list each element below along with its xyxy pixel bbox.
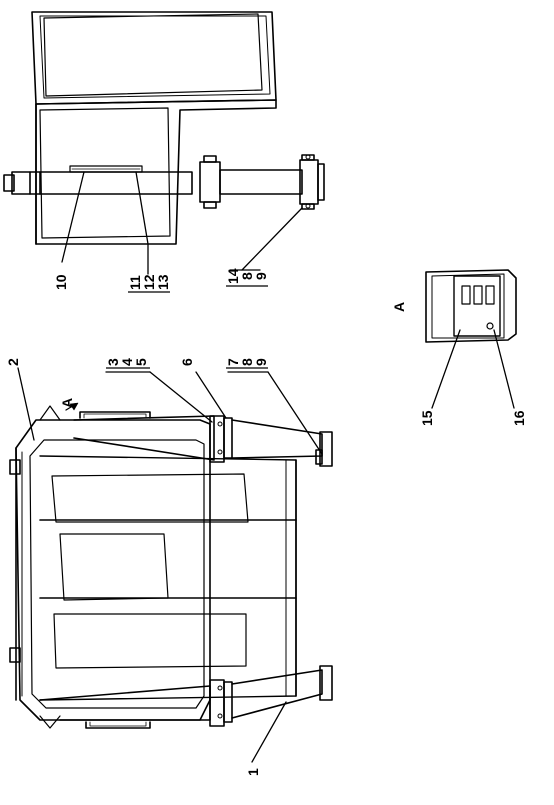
callout-8-upper: 8 (239, 272, 255, 280)
detail-housing (425, 269, 517, 343)
callout-5: 5 (133, 358, 149, 366)
handle-bottom (85, 721, 151, 729)
end-cap (3, 174, 15, 192)
side-view-assembly (3, 11, 325, 245)
slot-1 (461, 285, 471, 305)
top-foot (319, 431, 333, 467)
callout-9: 9 (253, 358, 269, 366)
inner-frame (29, 439, 205, 709)
post (219, 169, 303, 195)
window-upper (51, 473, 249, 523)
detail-plate (453, 275, 501, 337)
bottom-brace (39, 685, 211, 721)
detail-a-view (425, 269, 517, 343)
callout-group-bars (106, 285, 268, 369)
callout-4: 4 (119, 358, 135, 366)
callout-8: 8 (239, 358, 255, 366)
detail-screw (486, 322, 494, 330)
outer-frame (15, 419, 211, 721)
callout-13: 13 (155, 274, 171, 290)
upper-window (43, 13, 263, 97)
upper-panel-inner (39, 15, 271, 99)
window-lower (53, 613, 247, 669)
view-marker-a: A (59, 398, 75, 408)
mounting-bar (69, 165, 143, 173)
cross-member (11, 171, 193, 195)
handle-top (79, 411, 151, 419)
clip-bottom (9, 647, 21, 663)
callout-1: 1 (245, 768, 261, 776)
callout-9-upper: 9 (253, 272, 269, 280)
callout-6: 6 (179, 358, 195, 366)
window-middle (59, 533, 169, 601)
callout-11: 11 (127, 275, 143, 290)
callout-12: 12 (141, 274, 157, 290)
lower-window (39, 107, 171, 239)
slot-3 (485, 285, 495, 305)
callout-15: 15 (419, 410, 435, 426)
mid-flange (199, 161, 221, 203)
clip-top (9, 459, 21, 475)
top-leg (231, 419, 323, 459)
callout-14: 14 (225, 268, 241, 284)
callout-2: 2 (5, 358, 21, 366)
bottom-leg (231, 669, 323, 719)
callout-10: 10 (53, 274, 69, 290)
detail-label-a: A (391, 302, 407, 312)
leader-lines (17, 171, 515, 763)
slot-2 (473, 285, 483, 305)
callout-3: 3 (105, 358, 121, 366)
callout-labels: 10 11 12 13 14 8 9 2 3 4 5 6 7 8 9 A A 1… (5, 268, 527, 776)
bottom-foot (319, 665, 333, 701)
callout-16: 16 (511, 410, 527, 426)
callout-7: 7 (225, 358, 241, 366)
front-view-assembly (9, 405, 333, 729)
top-brace (73, 415, 215, 461)
